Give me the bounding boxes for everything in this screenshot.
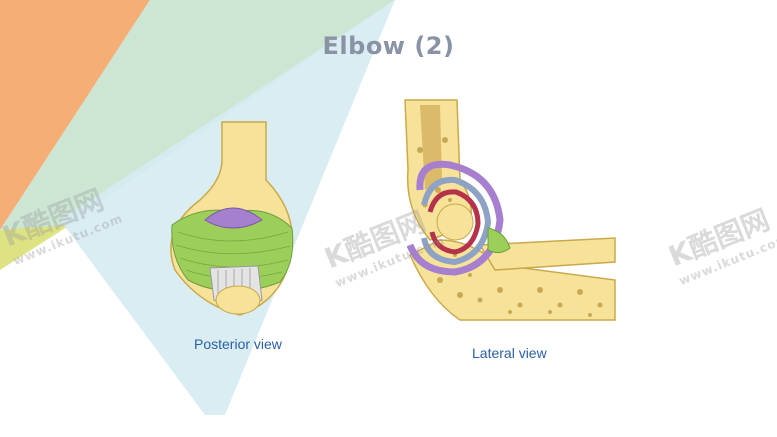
capsule-purple	[204, 207, 263, 229]
olecranon	[215, 285, 261, 315]
articular-cartilage	[427, 189, 481, 255]
ligament-lateral	[487, 227, 511, 254]
trochlea	[436, 203, 474, 241]
radius-lateral	[478, 237, 616, 271]
yellow-wedge	[0, 225, 70, 270]
synovial-membrane	[421, 176, 492, 266]
capsule-lateral	[406, 160, 504, 276]
posterior-view-caption: Posterior view	[194, 336, 282, 352]
lateral-view-caption: Lateral view	[472, 345, 547, 361]
slide-title: Elbow (2)	[322, 32, 455, 60]
